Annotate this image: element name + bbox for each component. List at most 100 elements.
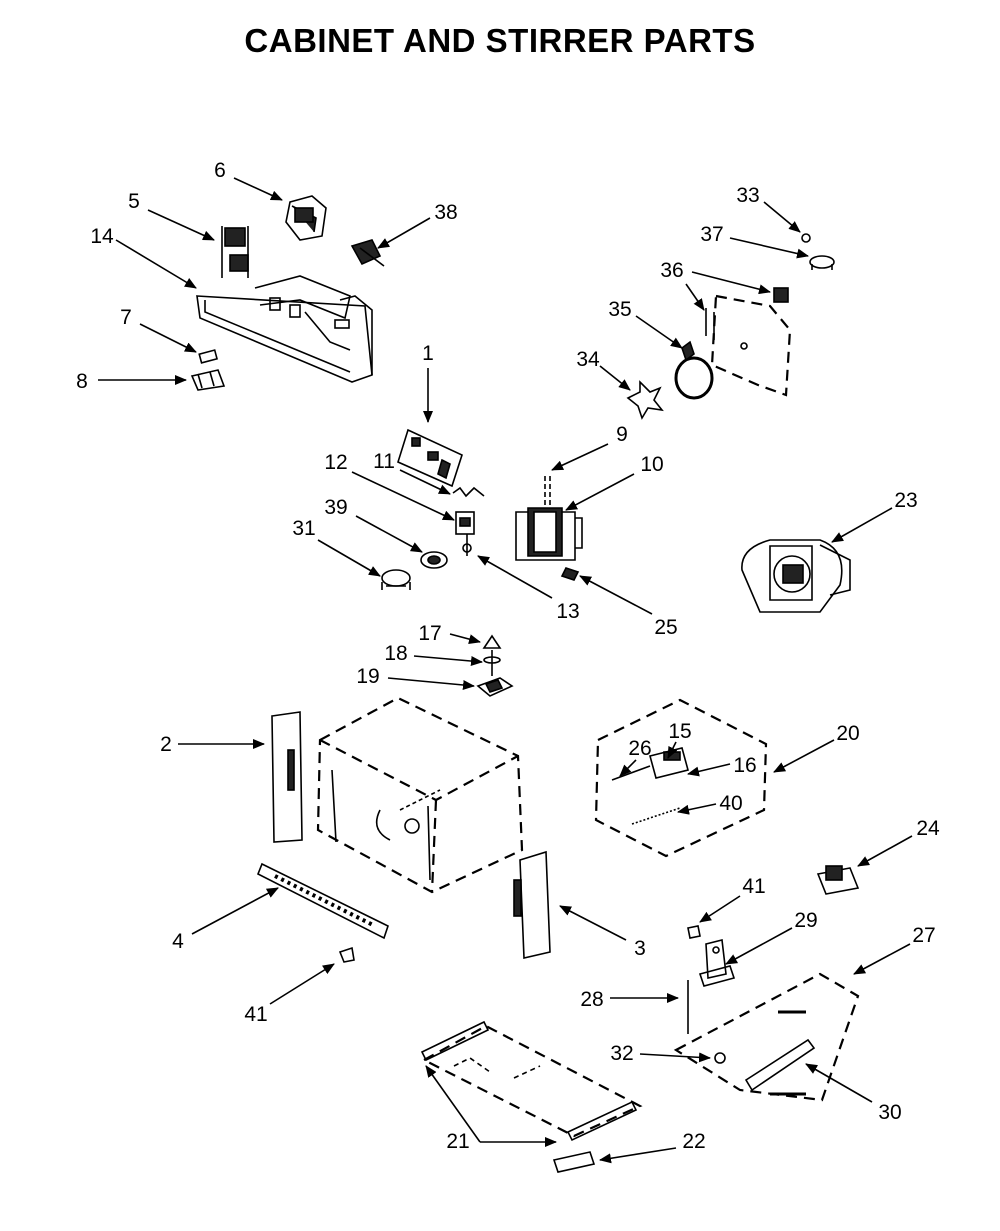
callout-18: 18 (384, 642, 483, 667)
callout-label: 27 (912, 924, 935, 947)
callout-label: 31 (292, 517, 315, 540)
part-8-fuse-holder (190, 369, 226, 391)
part-32-screw (714, 1052, 726, 1064)
callout-36: 36 (660, 259, 771, 311)
part-1-board (397, 428, 463, 488)
part-40-spring (631, 807, 681, 825)
part-30-roller (744, 1010, 816, 1096)
part-23-fan (741, 539, 851, 613)
callout-label: 26 (628, 737, 651, 760)
callout-30: 30 (805, 1063, 902, 1124)
callout-label: 11 (373, 450, 395, 473)
callout-label: 5 (128, 190, 140, 213)
part-20-boundary (594, 698, 768, 858)
callout-label: 20 (836, 722, 859, 745)
callout-14: 14 (90, 225, 197, 289)
callout-label: 21 (446, 1130, 469, 1153)
part-41-screw-left (338, 946, 355, 963)
callout-label: 28 (580, 988, 603, 1011)
callout-7: 7 (120, 306, 197, 353)
part-24-bracket (816, 865, 860, 895)
part-6-relay (285, 195, 327, 241)
callout-33: 33 (736, 184, 801, 233)
callout-2: 2 (160, 733, 265, 756)
callout-label: 24 (916, 817, 940, 840)
part-26-wire (611, 765, 651, 781)
callout-23: 23 (831, 489, 918, 543)
callout-15: 15 (667, 720, 692, 759)
stirrer-bracket (705, 294, 792, 397)
part-17-cone (482, 634, 502, 649)
callout-label: 41 (244, 1003, 267, 1026)
callout-19: 19 (356, 665, 475, 690)
part-4-vent (256, 862, 389, 940)
callout-label: 22 (682, 1130, 705, 1153)
callout-label: 13 (556, 600, 579, 623)
callout-label: 14 (90, 225, 114, 248)
callout-5: 5 (128, 190, 215, 241)
callout-10: 10 (565, 453, 664, 511)
callout-label: 29 (794, 909, 817, 932)
callout-11: 11 (373, 450, 451, 495)
callout-26: 26 (619, 737, 652, 777)
callout-label: 9 (616, 423, 628, 446)
part-34-stirrer-blade (626, 380, 664, 420)
callout-8: 8 (76, 370, 187, 393)
callout-label: 8 (76, 370, 88, 393)
part-10-magnetron (515, 507, 583, 561)
callout-label: 38 (434, 201, 457, 224)
part-15-16-socket (649, 747, 689, 779)
callout-label: 2 (160, 733, 172, 756)
callout-41-left: 41 (244, 963, 335, 1026)
part-25-screw (560, 567, 580, 581)
callout-label: 36 (660, 259, 683, 282)
callout-label: 7 (120, 306, 132, 329)
part-11-spring (452, 486, 485, 498)
callout-label: 15 (668, 720, 691, 743)
callouts: 1 2 3 4 5 6 7 8 (76, 159, 940, 1164)
part-38-switch (350, 239, 385, 267)
part-18-washer (483, 650, 501, 676)
part-29-bracket (698, 939, 736, 987)
callout-25: 25 (579, 575, 678, 639)
part-35-stirrer-ring (674, 340, 714, 400)
callout-40: 40 (677, 792, 743, 815)
callout-label: 23 (894, 489, 917, 512)
callout-label: 40 (719, 792, 742, 815)
callout-31: 31 (292, 517, 381, 577)
callout-label: 30 (878, 1101, 901, 1124)
callout-24: 24 (857, 817, 940, 867)
part-27-base (673, 972, 860, 1102)
callout-label: 3 (634, 937, 646, 960)
callout-label: 18 (384, 642, 407, 665)
callout-label: 37 (700, 223, 723, 246)
callout-1: 1 (422, 342, 434, 423)
part-19-bracket (476, 677, 514, 697)
part-3-panel (513, 850, 551, 959)
part-37-thermostat (809, 255, 835, 270)
part-14-control-bracket (196, 275, 373, 383)
callout-label: 19 (356, 665, 379, 688)
part-12-interlock (455, 511, 475, 535)
callout-label: 25 (654, 616, 677, 639)
callout-37: 37 (700, 223, 809, 259)
callout-label: 41 (742, 875, 765, 898)
callout-13: 13 (477, 555, 580, 623)
callout-label: 10 (640, 453, 663, 476)
callout-21: 21 (425, 1065, 557, 1153)
part-drawings (190, 195, 860, 1173)
callout-27: 27 (853, 924, 936, 975)
callout-6: 6 (214, 159, 283, 201)
callout-20: 20 (773, 722, 860, 773)
callout-4: 4 (172, 887, 279, 953)
callout-label: 6 (214, 159, 226, 182)
callout-39: 39 (324, 496, 423, 553)
callout-28: 28 (580, 988, 679, 1011)
part-21-floor (420, 1020, 643, 1142)
callout-label: 1 (422, 342, 434, 365)
page-title: CABINET AND STIRRER PARTS (244, 22, 756, 59)
callout-label: 17 (418, 622, 441, 645)
cavity-box (316, 696, 524, 894)
part-13-pin (462, 534, 472, 556)
